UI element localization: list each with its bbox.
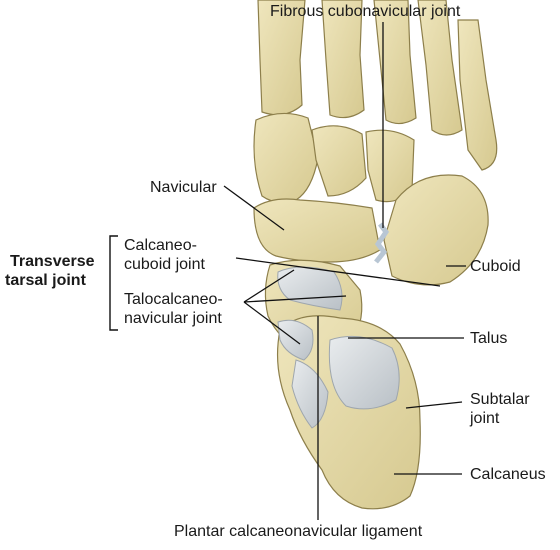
navicular-bone bbox=[253, 198, 381, 263]
metatarsal-3 bbox=[373, 0, 417, 125]
leader-lines bbox=[223, 22, 466, 520]
label-calcaneocuboid-joint-line2: cuboid joint bbox=[124, 256, 205, 273]
leader-talocalcaneonavicular-a bbox=[243, 269, 295, 303]
leader-talocalcaneonavicular-c bbox=[243, 301, 301, 345]
metatarsal-4 bbox=[417, 0, 463, 136]
label-calcaneus: Calcaneus bbox=[470, 466, 546, 483]
intermediate-cuneiform bbox=[311, 125, 367, 197]
label-talocalcaneonavicular-joint-line2: navicular joint bbox=[124, 310, 222, 327]
fibrous-cubonavicular-joint-band bbox=[374, 222, 390, 264]
metatarsal-bones bbox=[257, 0, 498, 171]
label-plantar-calcaneonavicular-ligament: Plantar calcaneonavicular ligament bbox=[174, 523, 423, 540]
medial-cuneiform bbox=[253, 112, 319, 203]
label-subtalar-joint-line1: Subtalar bbox=[470, 391, 530, 408]
metatarsal-2 bbox=[321, 0, 365, 119]
metatarsal-5 bbox=[457, 19, 498, 171]
posterior-talar-facet bbox=[328, 335, 400, 410]
leader-subtalar bbox=[405, 401, 463, 409]
leader-talocalcaneonavicular-b bbox=[243, 295, 347, 303]
cuboid-bone bbox=[383, 174, 489, 286]
label-transverse-tarsal-joint-line1: Transverse bbox=[10, 253, 95, 270]
label-talocalcaneonavicular-joint-line1: Talocalcaneo- bbox=[124, 291, 223, 308]
label-cuboid: Cuboid bbox=[470, 258, 521, 275]
label-fibrous-cubonavicular-joint: Fibrous cubonavicular joint bbox=[270, 3, 461, 20]
label-calcaneocuboid-joint-line1: Calcaneo- bbox=[124, 237, 197, 254]
cuneiform-bones bbox=[253, 112, 415, 203]
label-navicular: Navicular bbox=[150, 179, 217, 196]
label-talus: Talus bbox=[470, 330, 508, 347]
leader-navicular bbox=[223, 185, 285, 231]
label-transverse-tarsal-joint-line2: tarsal joint bbox=[5, 272, 86, 289]
label-subtalar-joint-line2: joint bbox=[470, 410, 500, 427]
transverse-tarsal-bracket bbox=[109, 235, 118, 331]
middle-facet bbox=[291, 359, 329, 429]
leader-calcaneocuboid bbox=[235, 257, 441, 287]
